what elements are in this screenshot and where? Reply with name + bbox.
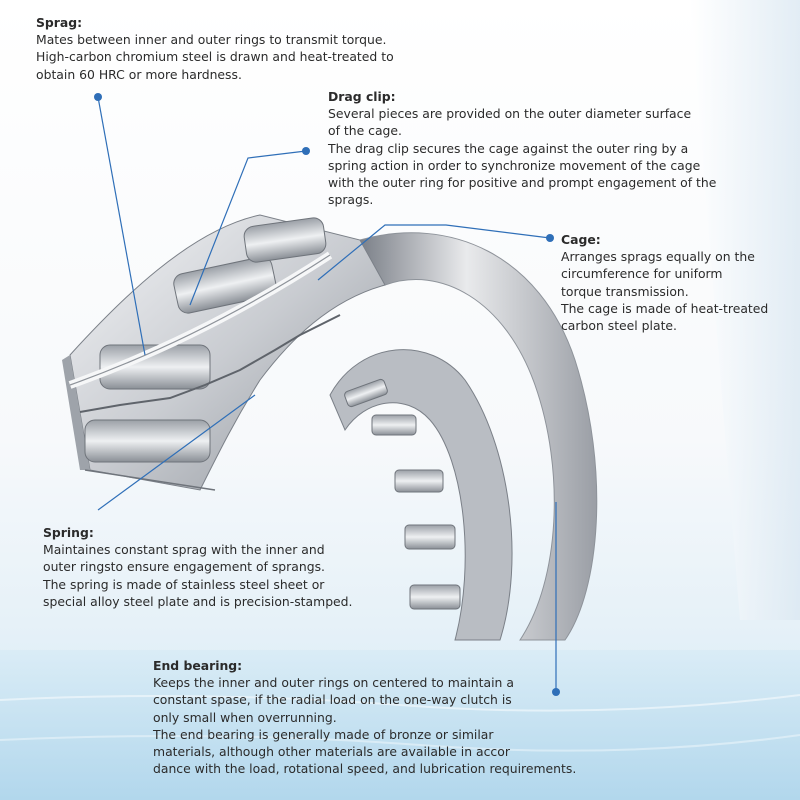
spring-line: The spring is made of stainless steel sh… (43, 576, 325, 592)
drag-clip-line: Several pieces are provided on the outer… (328, 106, 692, 122)
cage-line: The cage is made of heat-treated (561, 300, 769, 316)
callout-drag-clip: Drag clip: Several pieces are provided o… (328, 88, 716, 208)
drag-clip-line: spring action in order to synchronize mo… (328, 157, 701, 173)
spring-line: special alloy steel plate and is precisi… (43, 593, 353, 609)
spring-line: outer ringsto ensure engagement of spran… (43, 559, 325, 575)
end-bearing-line: constant spase, if the radial load on th… (153, 692, 512, 708)
drag-clip-line: sprags. (328, 192, 374, 208)
cage-line: circumference for uniform (561, 266, 723, 282)
callout-spring: Spring: Maintaines constant sprag with t… (43, 524, 353, 610)
end-bearing-line: only small when overrunning. (153, 709, 337, 725)
callout-end-bearing: End bearing: Keeps the inner and outer r… (153, 657, 576, 777)
sprag-line: High-carbon chromium steel is drawn and … (36, 49, 394, 65)
cage-line: Arranges sprags equally on the (561, 249, 755, 265)
cage-line: carbon steel plate. (561, 318, 677, 334)
cage-title: Cage: (561, 232, 601, 247)
spring-line: Maintaines constant sprag with the inner… (43, 542, 325, 558)
callout-sprag: Sprag: Mates between inner and outer rin… (36, 14, 394, 83)
end-bearing-line: materials, although other materials are … (153, 744, 510, 760)
sprag-line: obtain 60 HRC or more hardness. (36, 66, 242, 82)
end-bearing-title: End bearing: (153, 658, 243, 673)
drag-clip-line: of the cage. (328, 123, 402, 139)
end-bearing-line: dance with the load, rotational speed, a… (153, 761, 577, 777)
end-bearing-line: Keeps the inner and outer rings on cente… (153, 675, 514, 691)
sprag-line: Mates between inner and outer rings to t… (36, 32, 387, 48)
drag-clip-title: Drag clip: (328, 89, 396, 104)
drag-clip-line: with the outer ring for positive and pro… (328, 175, 717, 191)
spring-title: Spring: (43, 525, 94, 540)
end-bearing-line: The end bearing is generally made of bro… (153, 726, 494, 742)
cage-line: torque transmission. (561, 283, 689, 299)
drag-clip-line: The drag clip secures the cage against t… (328, 140, 689, 156)
sprag-title: Sprag: (36, 15, 83, 30)
callout-cage: Cage: Arranges sprags equally on the cir… (561, 231, 768, 334)
